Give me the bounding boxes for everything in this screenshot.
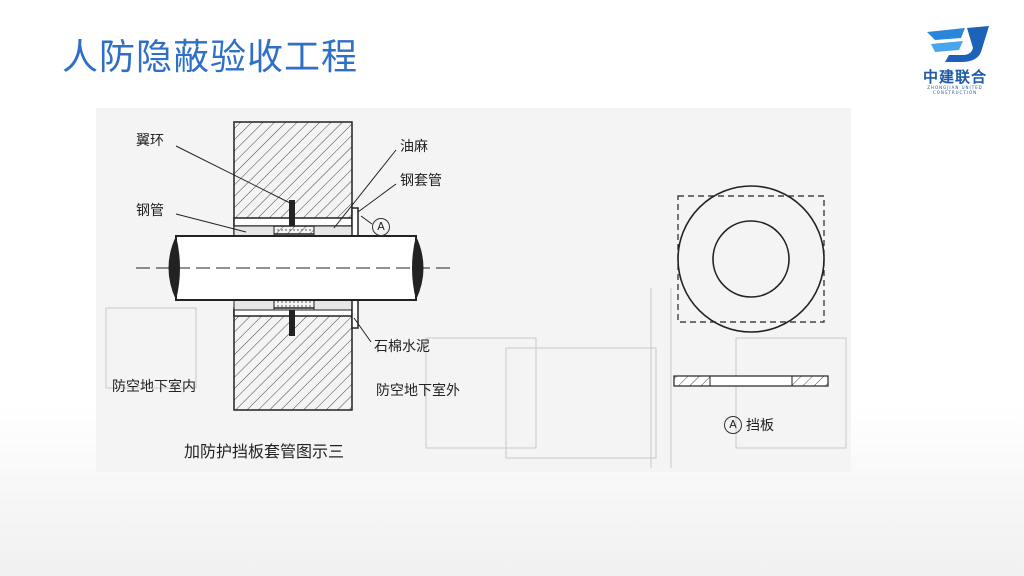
label-wing-ring: 翼环 (136, 133, 164, 149)
logo-name: 中建联合 (922, 68, 987, 86)
label-inside: 防空地下室内 (112, 379, 196, 395)
sleeve-diagram: 翼环 油麻 钢套管 钢管 A 石棉水泥 防空地下室内 防空地下室外 A 挡板 加… (96, 108, 851, 472)
asbestos-cement-bottom-2 (313, 299, 353, 311)
slide-title: 人防隐蔽验收工程 (62, 37, 359, 78)
label-outside: 防空地下室外 (376, 383, 460, 399)
oakum-packing-top (273, 225, 315, 237)
callout-a-detail-icon: A (724, 416, 742, 434)
company-logo: 中建联合 ZHONGJIAN UNITED CONSTRUCTION (905, 22, 1005, 95)
label-steel-sleeve: 钢套管 (400, 173, 442, 189)
oakum-packing-bottom (273, 299, 315, 311)
baffle-plan-outline (677, 195, 825, 323)
baffle-section-hatch-left (673, 375, 711, 387)
label-baffle: 挡板 (746, 418, 774, 434)
label-steel-pipe: 钢管 (136, 203, 164, 219)
logo-mark-icon (927, 26, 989, 62)
baffle-section-hatch-right (791, 375, 829, 387)
asbestos-cement-top-2 (313, 225, 353, 237)
logo-subtitle: ZHONGJIAN UNITED CONSTRUCTION (927, 85, 983, 95)
wing-ring-bottom (289, 310, 295, 336)
asbestos-cement-bottom (233, 299, 275, 311)
diagram-drawing (105, 121, 847, 468)
pipe-break-left (168, 236, 180, 300)
figure-caption: 加防护挡板套管图示三 (184, 442, 345, 461)
baffle-inner-circle (712, 220, 790, 298)
asbestos-cement-top (233, 225, 275, 237)
callout-a-icon: A (372, 218, 390, 236)
baffle-outer-circle (677, 185, 825, 333)
label-asbestos-cement: 石棉水泥 (374, 339, 430, 355)
baffle-plate-bottom (351, 299, 359, 329)
wing-ring-top (289, 200, 295, 226)
label-oakum: 油麻 (400, 139, 428, 155)
leader-lines (175, 145, 397, 343)
background-floorplan (105, 288, 847, 468)
baffle-plate-top (351, 207, 359, 237)
